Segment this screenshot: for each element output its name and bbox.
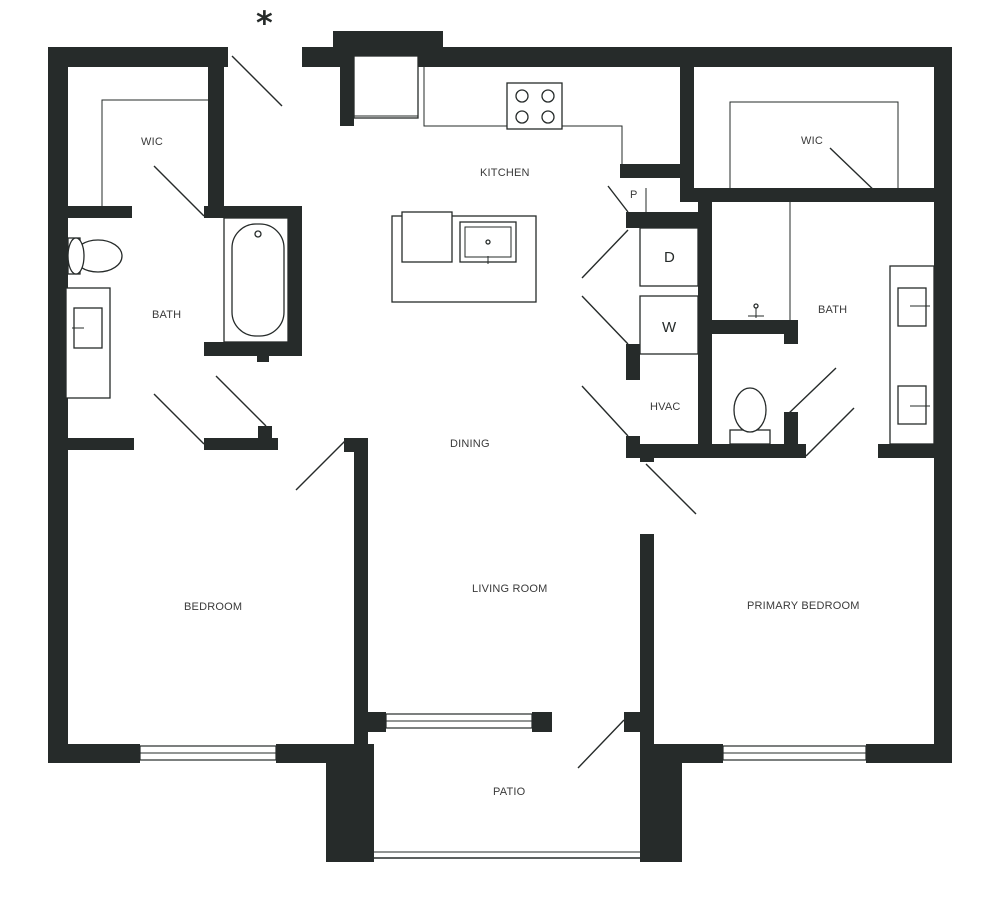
label-wic-right: WIC xyxy=(801,135,823,147)
label-hvac: HVAC xyxy=(650,401,681,413)
washer xyxy=(639,295,699,355)
label-primary-bedroom: PRIMARY BEDROOM xyxy=(747,600,860,612)
refrigerator xyxy=(353,55,419,119)
label-patio: PATIO xyxy=(493,786,526,798)
dryer xyxy=(639,227,699,287)
label-bedroom: BEDROOM xyxy=(184,601,242,613)
label-bath-left: BATH xyxy=(152,309,181,321)
label-kitchen: KITCHEN xyxy=(480,167,530,179)
label-pantry: P xyxy=(630,189,638,201)
label-washer: W xyxy=(662,319,677,336)
interior-walls xyxy=(66,50,934,748)
label-living-room: LIVING ROOM xyxy=(472,583,548,595)
label-wic-left: WIC xyxy=(141,136,163,148)
fixtures xyxy=(65,55,935,445)
exterior-walls xyxy=(48,31,952,862)
range xyxy=(506,82,563,130)
room-labels: * WIC BATH KITCHEN P WIC BATH D W HVAC D… xyxy=(141,4,860,798)
windows xyxy=(139,713,867,859)
doors xyxy=(153,55,881,769)
label-dryer: D xyxy=(664,249,675,266)
dishwasher xyxy=(401,211,453,263)
label-bath-right: BATH xyxy=(818,304,847,316)
north-marker: * xyxy=(256,4,273,42)
label-dining: DINING xyxy=(450,438,490,450)
